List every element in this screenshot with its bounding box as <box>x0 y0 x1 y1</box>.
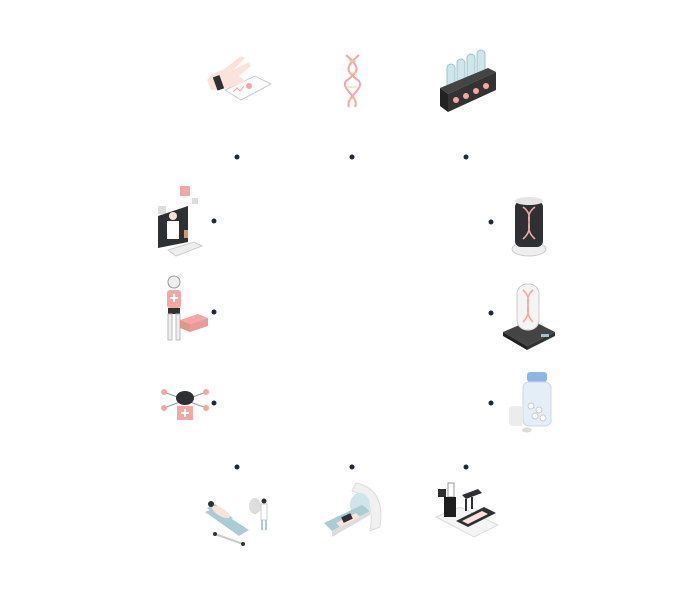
connector-dot <box>463 464 469 470</box>
connector-dot <box>211 218 217 224</box>
mri-scanner-icon <box>322 481 386 547</box>
medical-robot-icon <box>158 274 212 346</box>
connector-dot <box>211 309 217 315</box>
connector-dot <box>211 400 217 406</box>
dna-capsule-icon <box>509 193 549 259</box>
dna-helix-icon <box>343 53 363 109</box>
connector-dot <box>488 219 494 225</box>
connector-dot <box>349 464 355 470</box>
connector-dot <box>234 464 240 470</box>
test-tube-rack-icon <box>438 48 498 114</box>
dna-analyzer-machine-icon <box>501 278 557 350</box>
connector-dot <box>488 310 494 316</box>
robotic-surgery-icon <box>434 481 500 545</box>
connector-dot <box>234 154 240 160</box>
connector-dot <box>349 154 355 160</box>
hand-pulse-scan-icon <box>203 52 273 108</box>
telemedicine-doctor-screen-icon <box>154 184 206 262</box>
pill-bottle-icon <box>507 370 553 436</box>
connector-dot <box>488 400 494 406</box>
medical-drone-icon <box>158 382 212 424</box>
connector-dot <box>463 154 469 160</box>
patient-bed-doctor-icon <box>203 490 273 548</box>
